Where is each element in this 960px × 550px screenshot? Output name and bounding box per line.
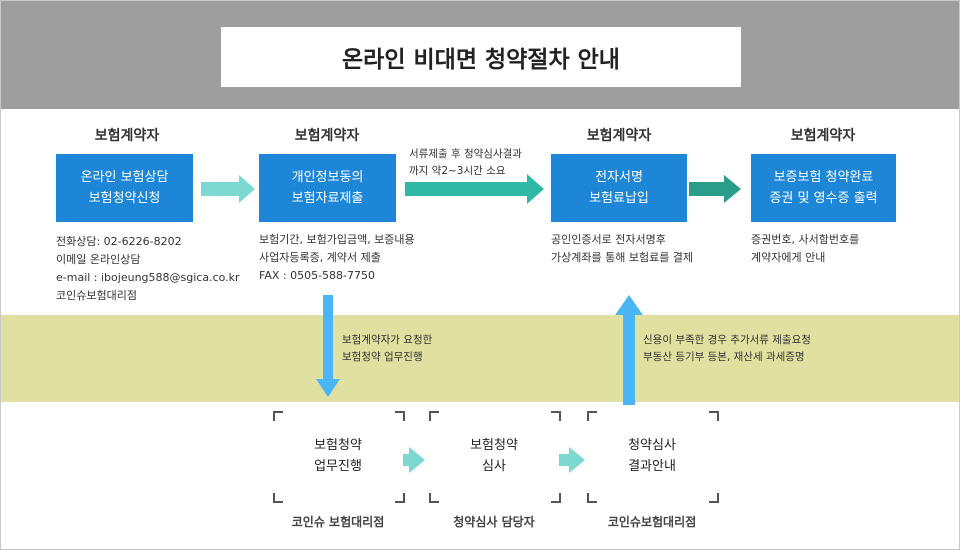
step2-info-line: FAX : 0505-588-7750 (259, 269, 375, 282)
bracket-corner (395, 411, 405, 421)
bracket-corner (551, 493, 561, 503)
step1-info: 전화상담: 02-6226-8202 이메일 온라인상담 e-mail : ib… (56, 233, 240, 305)
step3-info: 공인인증서로 전자서명후 가상계좌를 통해 보험료를 결제 (551, 231, 693, 267)
bracket-corner (551, 411, 561, 421)
substep1-line1: 보험청약 (314, 438, 362, 453)
step2-role: 보험계약자 (294, 128, 360, 144)
submit-note-line: 서류제출 후 청약심사결과 (409, 148, 522, 160)
arrow-down-icon (316, 295, 340, 397)
submit-note: 서류제출 후 청약심사결과 까지 약2~3시간 소요 (409, 146, 522, 180)
arrow-right-icon (537, 447, 585, 473)
step1-line1: 온라인 보험상담 (80, 170, 169, 185)
down-note-line: 보험청약 업무진행 (342, 351, 423, 363)
down-note-line: 보험계약자가 요청한 (342, 334, 433, 346)
step3-role: 보험계약자 (586, 128, 652, 144)
bracket-corner (587, 411, 597, 421)
step1-info-line: 이메일 온라인상담 (56, 253, 141, 266)
substep2-line2: 심사 (482, 459, 506, 474)
step4-line2: 증권 및 영수증 출력 (769, 191, 878, 206)
step1-info-line: e-mail : ibojeung588@sgica.co.kr (56, 271, 240, 284)
up-note-line: 신용이 부족한 경우 추가서류 제출요청 (643, 334, 811, 346)
step3-info-line: 공인인증서로 전자서명후 (551, 233, 666, 246)
down-note: 보험계약자가 요청한 보험청약 업무진행 (342, 332, 432, 366)
up-note-line: 부동산 등기부 등본, 재산세 과세증명 (643, 351, 805, 363)
bracket-corner (429, 493, 439, 503)
step3-line2: 보험료납입 (589, 191, 649, 206)
substep3-line2: 결과안내 (628, 459, 676, 474)
step4-info: 증권번호, 사서함번호를 계약자에게 안내 (751, 231, 859, 267)
step4-info-line: 증권번호, 사서함번호를 (751, 233, 860, 246)
arrow-up-icon (615, 295, 643, 405)
step1-info-line: 코인슈보험대리점 (56, 289, 137, 302)
step2-info-line: 사업자등록증, 계약서 제출 (259, 251, 381, 264)
up-note: 신용이 부족한 경우 추가서류 제출요청 부동산 등기부 등본, 재산세 과세증… (643, 332, 811, 366)
substep1-caption: 코인슈 보험대리점 (291, 515, 385, 529)
step2-info: 보험기간, 보험가입금액, 보증내용 사업자등록증, 계약서 제출 FAX : … (259, 231, 415, 285)
bracket-corner (395, 493, 405, 503)
bracket-corner (587, 493, 597, 503)
substep3-caption: 코인슈보험대리점 (607, 515, 697, 529)
step3-info-line: 가상계좌를 통해 보험료를 결제 (551, 251, 694, 264)
step2-line1: 개인정보동의 (291, 170, 364, 185)
step4-role: 보험계약자 (790, 128, 856, 144)
page-title: 온라인 비대면 청약절차 안내 (221, 27, 741, 87)
step2-info-line: 보험기간, 보험가입금액, 보증내용 (259, 233, 415, 246)
substep2-line1: 보험청약 (470, 438, 518, 453)
arrow-right-icon (689, 175, 741, 203)
arrow-right-icon (405, 174, 544, 204)
bracket-corner (709, 493, 719, 503)
substep2-caption: 청약심사 담당자 (453, 515, 535, 529)
submit-note-line: 까지 약2~3시간 소요 (409, 165, 506, 177)
arrow-right-icon (201, 175, 255, 203)
step4-info-line: 계약자에게 안내 (751, 251, 826, 264)
step1-role: 보험계약자 (94, 128, 160, 144)
bracket-corner (273, 411, 283, 421)
bracket-corner (429, 411, 439, 421)
agency-band (1, 315, 959, 402)
step2-line2: 보험자료제출 (291, 191, 364, 206)
substep1-line2: 업무진행 (314, 459, 362, 474)
step3-line1: 전자서명 (595, 170, 643, 185)
bracket-corner (709, 411, 719, 421)
step1-info-line: 전화상담: 02-6226-8202 (56, 235, 182, 248)
step1-line2: 보험청약신청 (88, 191, 161, 206)
bracket-corner (273, 493, 283, 503)
substep3-line1: 청약심사 (628, 438, 676, 453)
step4-line1: 보증보험 청약완료 (773, 170, 874, 185)
